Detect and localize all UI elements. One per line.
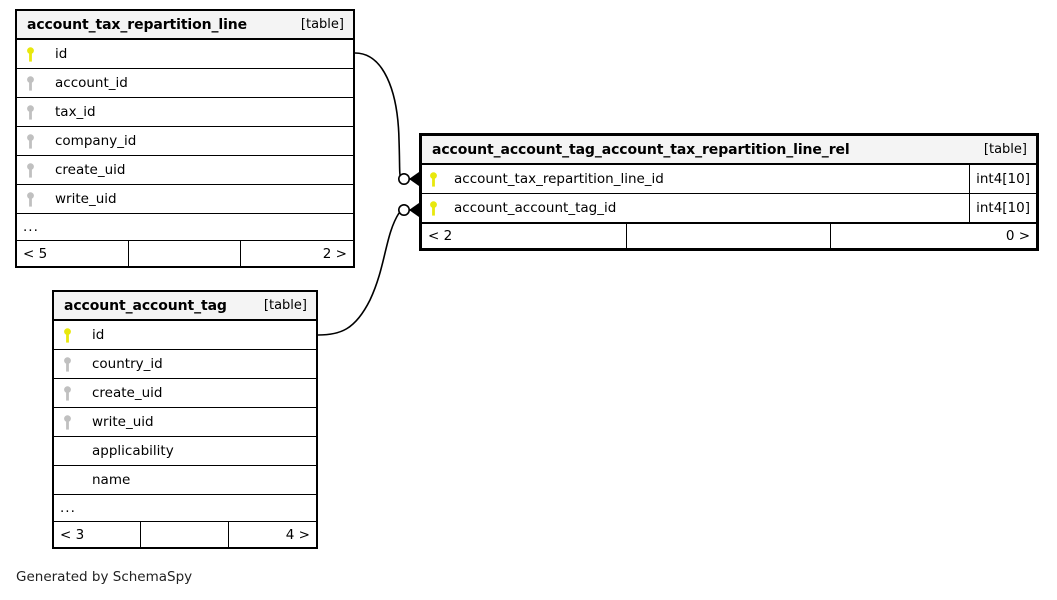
relationship-edge-1-optional-marker: [397, 173, 410, 186]
table-row[interactable]: account_id: [17, 69, 353, 98]
column-name: applicability: [92, 443, 174, 459]
footer-middle: [141, 522, 229, 547]
children-count[interactable]: 2 >: [322, 245, 347, 262]
column-name: account_account_tag_id: [454, 200, 617, 216]
table-header: account_tax_repartition_line [table]: [17, 11, 353, 40]
column-name: account_tax_repartition_line_id: [454, 171, 664, 187]
column-name: write_uid: [55, 191, 117, 207]
relationship-edge-1: [354, 52, 402, 180]
table-row[interactable]: create_uid: [54, 379, 316, 408]
table-account-account-tag-account-tax-repartition-line-rel[interactable]: account_account_tag_account_tax_repartit…: [419, 133, 1039, 251]
table-type-tag: [table]: [263, 298, 307, 313]
table-row[interactable]: country_id: [54, 350, 316, 379]
foreign-key-icon: [54, 385, 80, 401]
table-title: account_tax_repartition_line: [27, 16, 248, 33]
table-title: account_account_tag_account_tax_repartit…: [432, 141, 850, 158]
column-name: create_uid: [92, 385, 163, 401]
foreign-key-icon: [17, 75, 43, 91]
relationship-edge-2-crowsfoot-icon: [409, 203, 419, 217]
relationship-edge-1-crowsfoot-icon: [409, 172, 419, 186]
parents-count[interactable]: < 5: [17, 241, 129, 266]
more-columns-indicator: ...: [17, 214, 353, 241]
table-header: account_account_tag_account_tax_repartit…: [422, 136, 1036, 165]
footer-middle: [129, 241, 241, 266]
foreign-key-icon: [17, 162, 43, 178]
primary-key-icon: [422, 200, 444, 216]
column-name: id: [55, 46, 68, 62]
children-count[interactable]: 0 >: [1005, 228, 1031, 244]
table-type-tag: [table]: [300, 17, 344, 32]
parents-count[interactable]: < 2: [422, 224, 627, 248]
children-count[interactable]: 4 >: [285, 526, 310, 543]
table-row[interactable]: company_id: [17, 127, 353, 156]
parents-count[interactable]: < 3: [54, 522, 142, 547]
foreign-key-icon: [17, 104, 43, 120]
footer-middle: [627, 224, 832, 248]
table-row[interactable]: tax_id: [17, 98, 353, 127]
table-footer: < 3 4 >: [54, 522, 316, 547]
foreign-key-icon: [54, 414, 80, 430]
foreign-key-icon: [54, 356, 80, 372]
foreign-key-icon: [17, 133, 43, 149]
column-name: create_uid: [55, 162, 126, 178]
table-row[interactable]: create_uid: [17, 156, 353, 185]
table-row[interactable]: write_uid: [54, 408, 316, 437]
table-title: account_account_tag: [64, 297, 227, 314]
table-row[interactable]: account_tax_repartition_line_id int4[10]: [422, 165, 1036, 194]
column-name: id: [92, 327, 105, 343]
primary-key-icon: [422, 171, 444, 187]
column-name: account_id: [55, 75, 128, 91]
table-footer: < 5 2 >: [17, 241, 353, 266]
foreign-key-icon: [17, 191, 43, 207]
table-account-account-tag[interactable]: account_account_tag [table] id country_i…: [52, 290, 318, 549]
relationship-edge-2-optional-marker: [397, 204, 410, 217]
column-name: company_id: [55, 133, 137, 149]
column-name: name: [92, 472, 131, 488]
generated-by-caption: Generated by SchemaSpy: [16, 569, 193, 585]
table-row[interactable]: id: [17, 40, 353, 69]
column-name: write_uid: [92, 414, 154, 430]
primary-key-icon: [17, 46, 43, 62]
column-type: int4[10]: [969, 194, 1036, 222]
table-row[interactable]: account_account_tag_id int4[10]: [422, 194, 1036, 223]
table-footer: < 2 0 >: [422, 223, 1036, 248]
column-name: country_id: [92, 356, 163, 372]
table-row[interactable]: id: [54, 321, 316, 350]
table-type-tag: [table]: [983, 142, 1027, 157]
table-row[interactable]: name: [54, 466, 316, 495]
table-row[interactable]: applicability: [54, 437, 316, 466]
table-account-tax-repartition-line[interactable]: account_tax_repartition_line [table] id …: [15, 9, 355, 268]
table-header: account_account_tag [table]: [54, 292, 316, 321]
more-columns-indicator: ...: [54, 495, 316, 522]
table-row[interactable]: write_uid: [17, 185, 353, 214]
column-type: int4[10]: [969, 165, 1036, 193]
column-name: tax_id: [55, 104, 96, 120]
primary-key-icon: [54, 327, 80, 343]
